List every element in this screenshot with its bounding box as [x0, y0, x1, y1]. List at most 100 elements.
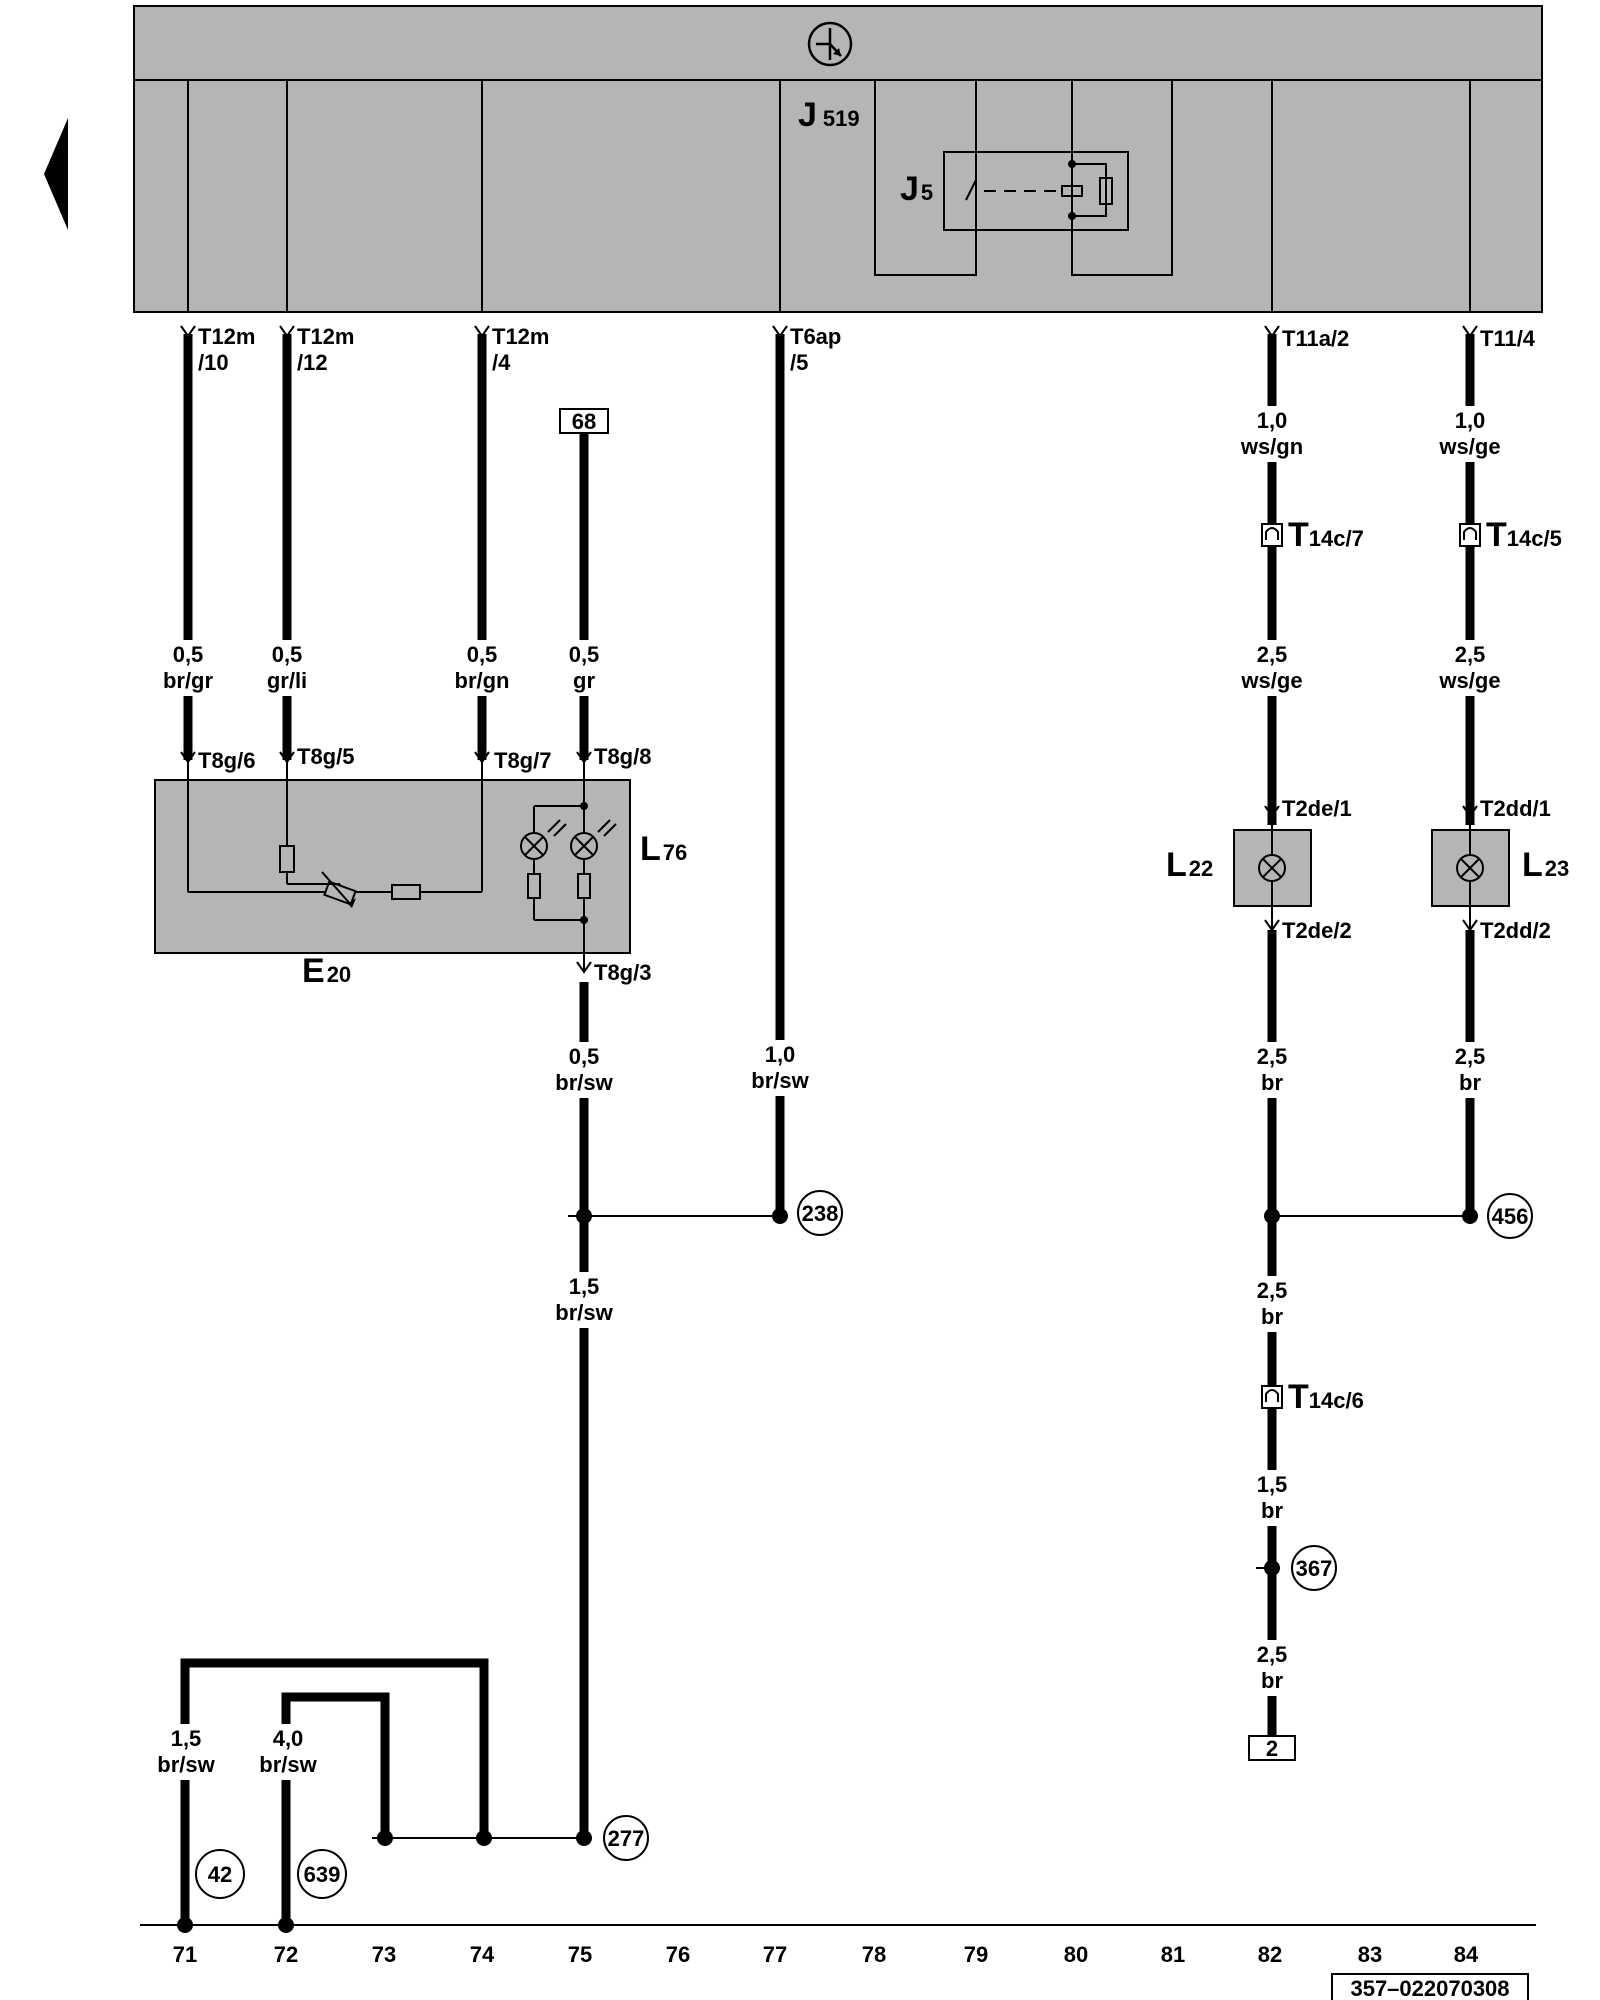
control-unit-symbol-icon [807, 21, 853, 67]
pin-t114: T11/4 [1480, 326, 1536, 351]
track-number: 76 [666, 1942, 690, 1967]
j5-label: J5 [900, 170, 933, 208]
wire-size: 0,5 [173, 642, 204, 667]
track-number: 80 [1064, 1942, 1088, 1967]
wire-color: br/sw [157, 1752, 215, 1777]
pin-t2de1: T2de/1 [1282, 796, 1352, 821]
ref-box-68[interactable]: 68 [559, 408, 609, 434]
document-code-text: 357–022070308 [1350, 1976, 1509, 2000]
wire-color: br/sw [555, 1300, 613, 1325]
t14c5-label: T14c/5 [1486, 516, 1562, 554]
track-number: 72 [274, 1942, 298, 1967]
ground-ref-367[interactable]: 367 [1291, 1545, 1337, 1591]
wire-size: 0,5 [569, 642, 600, 667]
track-number: 81 [1161, 1942, 1185, 1967]
relay-j5 [874, 80, 1173, 276]
l23-label: L23 [1522, 846, 1569, 884]
track-numbers: 71 72 73 74 75 76 77 78 79 80 81 82 83 8… [173, 1942, 1479, 1967]
track-number: 77 [763, 1942, 787, 1967]
wire-size: 0,5 [272, 642, 303, 667]
ref-box-2[interactable]: 2 [1248, 1735, 1296, 1761]
ground-ref-238[interactable]: 238 [797, 1190, 843, 1236]
wire-size: 2,5 [1257, 1044, 1288, 1069]
back-arrow-icon[interactable] [44, 118, 68, 230]
e20-label: E20 [302, 952, 351, 990]
wire-size: 0,5 [467, 642, 498, 667]
wire-color: ws/ge [1438, 668, 1500, 693]
pin-t11a2: T11a/2 [1282, 326, 1349, 351]
pin-t12m10-l1: T12m [198, 324, 255, 349]
lamp-l22 [1233, 805, 1312, 932]
pin-t2dd1: T2dd/1 [1480, 796, 1551, 821]
wire-color: br/gn [455, 668, 510, 693]
switch-module-e20 [154, 751, 631, 974]
wire-color: br/sw [259, 1752, 317, 1777]
ref-456-text: 456 [1492, 1204, 1529, 1229]
wire-size: 4,0 [273, 1726, 304, 1751]
pin-t8g6: T8g/6 [198, 748, 255, 773]
control-unit-j519-header [133, 5, 1543, 81]
pin-t2dd2: T2dd/2 [1480, 918, 1551, 943]
wire-size: 0,5 [569, 1044, 600, 1069]
ref-68-text: 68 [572, 409, 596, 434]
pin-t8g8: T8g/8 [594, 744, 651, 769]
wire-size: 2,5 [1455, 642, 1486, 667]
wire-color: br/sw [751, 1068, 809, 1093]
l22-label: L22 [1166, 846, 1213, 884]
control-unit-j519 [133, 79, 1543, 313]
ground-ref-277[interactable]: 277 [603, 1815, 649, 1861]
ref-42-text: 42 [208, 1862, 232, 1887]
pin-t6ap5-l1: T6ap [790, 324, 841, 349]
pin-t8g7: T8g/7 [494, 748, 551, 773]
track-number: 84 [1454, 1942, 1479, 1967]
pin-t12m4-l2: /4 [492, 350, 511, 375]
wire-color: ws/ge [1240, 668, 1302, 693]
pin-t2de2: T2de/2 [1282, 918, 1352, 943]
t14c7-label: T14c/7 [1288, 516, 1364, 554]
connector-t14c5-icon [1459, 523, 1481, 547]
pin-t8g5: T8g/5 [297, 744, 354, 769]
wire-color: ws/ge [1438, 434, 1500, 459]
pin-t8g3: T8g/3 [594, 960, 651, 985]
wire-color: br/gr [163, 668, 214, 693]
wire-size: 2,5 [1257, 642, 1288, 667]
track-number: 75 [568, 1942, 592, 1967]
pin-t6ap5-l2: /5 [790, 350, 808, 375]
pin-t12m10-l2: /10 [198, 350, 229, 375]
wire-color: ws/gn [1240, 434, 1303, 459]
track-number: 82 [1258, 1942, 1282, 1967]
wire-color: br [1261, 1498, 1283, 1523]
track-number: 74 [470, 1942, 495, 1967]
wire-color: br [1459, 1070, 1481, 1095]
wire-size: 1,5 [1257, 1472, 1288, 1497]
connector-t14c6-icon [1261, 1385, 1283, 1409]
wire-size: 1,5 [569, 1274, 600, 1299]
wire-size: 2,5 [1455, 1044, 1486, 1069]
wire-size: 2,5 [1257, 1642, 1288, 1667]
lamp-l23 [1431, 805, 1510, 932]
wire-size: 2,5 [1257, 1278, 1288, 1303]
wire-color: br [1261, 1070, 1283, 1095]
connector-t14c7-icon [1261, 523, 1283, 547]
pin-t12m12-l1: T12m [297, 324, 354, 349]
track-number: 73 [372, 1942, 396, 1967]
ground-ref-42[interactable]: 42 [195, 1849, 245, 1899]
ref-639-text: 639 [304, 1862, 341, 1887]
wire-color: br [1261, 1668, 1283, 1693]
track-number: 79 [964, 1942, 988, 1967]
wire-size: 1,5 [171, 1726, 202, 1751]
junction-dots [177, 1208, 1478, 1933]
pin-t12m12-l2: /12 [297, 350, 328, 375]
wire-size: 1,0 [1455, 408, 1486, 433]
wire-color: br/sw [555, 1070, 613, 1095]
ground-ref-456[interactable]: 456 [1487, 1193, 1533, 1239]
track-number: 71 [173, 1942, 197, 1967]
document-code: 357–022070308 [1331, 1973, 1529, 2000]
wire-labels: 0,5 br/gr 0,5 gr/li 0,5 br/gn 0,5 gr 0,5… [146, 406, 1508, 1780]
ground-ref-639[interactable]: 639 [297, 1849, 347, 1899]
t14c6-label: T14c/6 [1288, 1378, 1364, 1416]
wire-size: 1,0 [765, 1042, 796, 1067]
ref-277-text: 277 [608, 1826, 645, 1851]
wire-size: 1,0 [1257, 408, 1288, 433]
